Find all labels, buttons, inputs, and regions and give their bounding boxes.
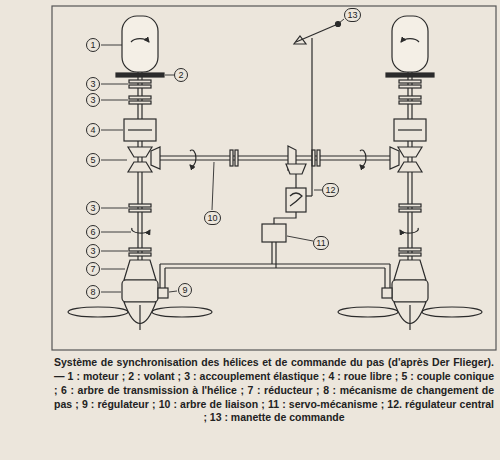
spinner-axis — [139, 305, 140, 330]
callout-number: 2 — [174, 68, 188, 82]
callout-number: 5 — [86, 153, 100, 167]
engine — [122, 16, 158, 72]
propeller-blade — [152, 307, 212, 317]
callout-number: 3 — [86, 93, 100, 107]
connecting-shaft — [160, 159, 390, 160]
oil-pipe — [160, 263, 390, 264]
bevel-gear — [128, 147, 160, 172]
callout-number: 8 — [86, 285, 100, 299]
callout-number: 4 — [86, 123, 100, 137]
rotation-arrow — [190, 150, 196, 166]
propeller-blade — [68, 307, 128, 317]
control-rod — [311, 38, 312, 196]
rotation-arrow — [131, 39, 149, 42]
control-rod — [306, 195, 312, 196]
callout-number: 6 — [86, 225, 100, 239]
callout-number: 1 — [86, 38, 100, 52]
callout-number: 7 — [86, 262, 100, 276]
callout-number: 13 — [344, 8, 361, 22]
frame — [52, 6, 496, 350]
shaft — [295, 174, 296, 188]
freewheel-detail — [128, 129, 152, 130]
freewheel — [124, 119, 156, 141]
figure-caption: Système de synchronisation des hélices e… — [54, 356, 494, 425]
rotation-arrow — [360, 150, 366, 166]
coupling — [129, 204, 151, 212]
engine-assembly — [338, 16, 482, 330]
bevel-gear — [286, 164, 306, 174]
central-linkage — [160, 22, 390, 269]
callout-number: 11 — [313, 236, 329, 250]
governor — [158, 288, 168, 298]
callout-number: 12 — [322, 183, 339, 197]
governor-detail — [290, 193, 302, 206]
control-lever — [296, 24, 338, 42]
coupling — [129, 248, 151, 256]
coupling — [129, 80, 151, 88]
flywheel — [116, 73, 164, 77]
connecting-shaft — [160, 155, 390, 156]
oil-pipe — [159, 264, 160, 288]
linkage — [274, 212, 296, 224]
oil-pipe — [164, 268, 165, 288]
rotation-arrow — [132, 228, 150, 233]
central-governor — [286, 188, 306, 212]
pitch-hub — [122, 280, 158, 302]
callout-number: 9 — [178, 283, 192, 297]
callout-number: 3 — [86, 77, 100, 91]
callout-number: 3 — [86, 201, 100, 215]
coupling — [129, 96, 151, 104]
oil-pipe — [271, 242, 272, 264]
leader-lines — [101, 19, 344, 292]
oil-pipe — [165, 267, 385, 268]
reduction-gear — [124, 260, 156, 280]
engine-assembly — [68, 16, 212, 330]
servo-box — [262, 224, 286, 242]
callout-number: 10 — [204, 211, 221, 225]
callout-number: 3 — [86, 244, 100, 258]
